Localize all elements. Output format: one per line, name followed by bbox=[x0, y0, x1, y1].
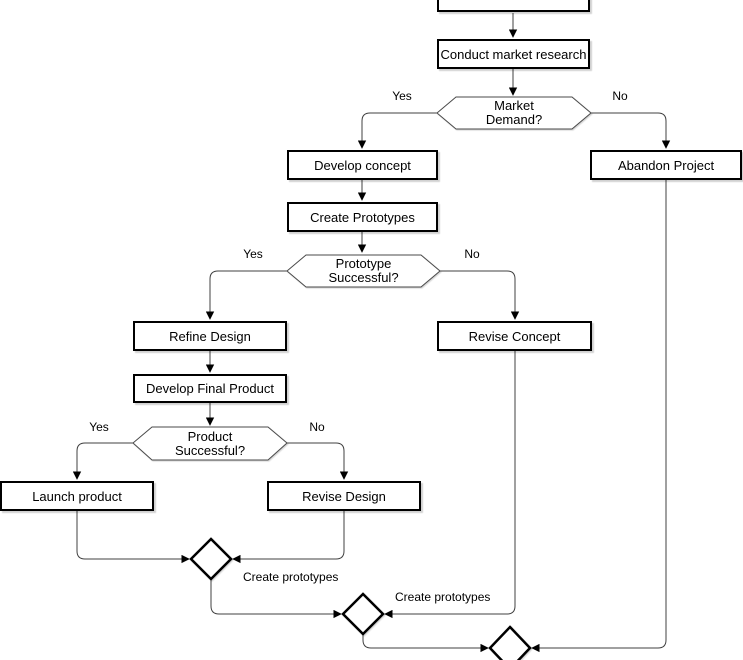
node-create-prototypes[interactable]: Create Prototypes bbox=[287, 202, 438, 232]
edge-merge1-to-merge2 bbox=[210, 579, 342, 619]
edge-product-no bbox=[287, 442, 349, 480]
edge-abandon-to-merge3 bbox=[531, 180, 667, 653]
edge-market-demand-yes bbox=[357, 112, 437, 149]
node-develop-concept[interactable]: Develop concept bbox=[287, 150, 438, 180]
label-market-demand-no: No bbox=[612, 89, 628, 103]
label-product-no: No bbox=[309, 420, 325, 434]
node-conduct-market-research[interactable]: Conduct market research bbox=[437, 39, 590, 69]
label-create-prototypes-2: Create prototypes bbox=[395, 590, 491, 604]
edge-product-yes bbox=[72, 442, 133, 480]
label-market-demand-yes: Yes bbox=[392, 89, 412, 103]
edge-prototype-no bbox=[440, 270, 520, 320]
label-product-yes: Yes bbox=[89, 420, 109, 434]
node-revise-concept[interactable]: Revise Concept bbox=[437, 321, 592, 351]
merge-diamond-1[interactable] bbox=[189, 537, 233, 581]
node-abandon-project[interactable]: Abandon Project bbox=[590, 150, 742, 180]
edge-prototype-yes bbox=[205, 270, 287, 320]
edge-launch-to-merge1 bbox=[76, 511, 190, 564]
merge-diamond-3[interactable] bbox=[488, 625, 532, 660]
node-revise-design[interactable]: Revise Design bbox=[267, 481, 421, 511]
connectors bbox=[72, 13, 671, 653]
edge-revise-design-to-merge1 bbox=[232, 511, 345, 564]
node-refine-design[interactable]: Refine Design bbox=[133, 321, 287, 351]
decision-market-demand[interactable] bbox=[436, 96, 592, 130]
edge-revise-concept-to-merge2 bbox=[384, 351, 516, 619]
merge-diamond-2[interactable] bbox=[341, 592, 385, 636]
decision-prototype-successful[interactable] bbox=[286, 254, 441, 288]
label-create-prototypes-1: Create prototypes bbox=[243, 570, 339, 584]
decision-product-successful[interactable] bbox=[132, 426, 288, 461]
label-prototype-yes: Yes bbox=[243, 247, 263, 261]
edge-merge2-to-merge3 bbox=[362, 634, 489, 653]
node-start-partial[interactable] bbox=[437, 0, 590, 12]
node-launch-product[interactable]: Launch product bbox=[0, 481, 154, 511]
node-develop-final-product[interactable]: Develop Final Product bbox=[133, 374, 287, 403]
edge-market-demand-no bbox=[591, 112, 671, 149]
label-prototype-no: No bbox=[464, 247, 480, 261]
